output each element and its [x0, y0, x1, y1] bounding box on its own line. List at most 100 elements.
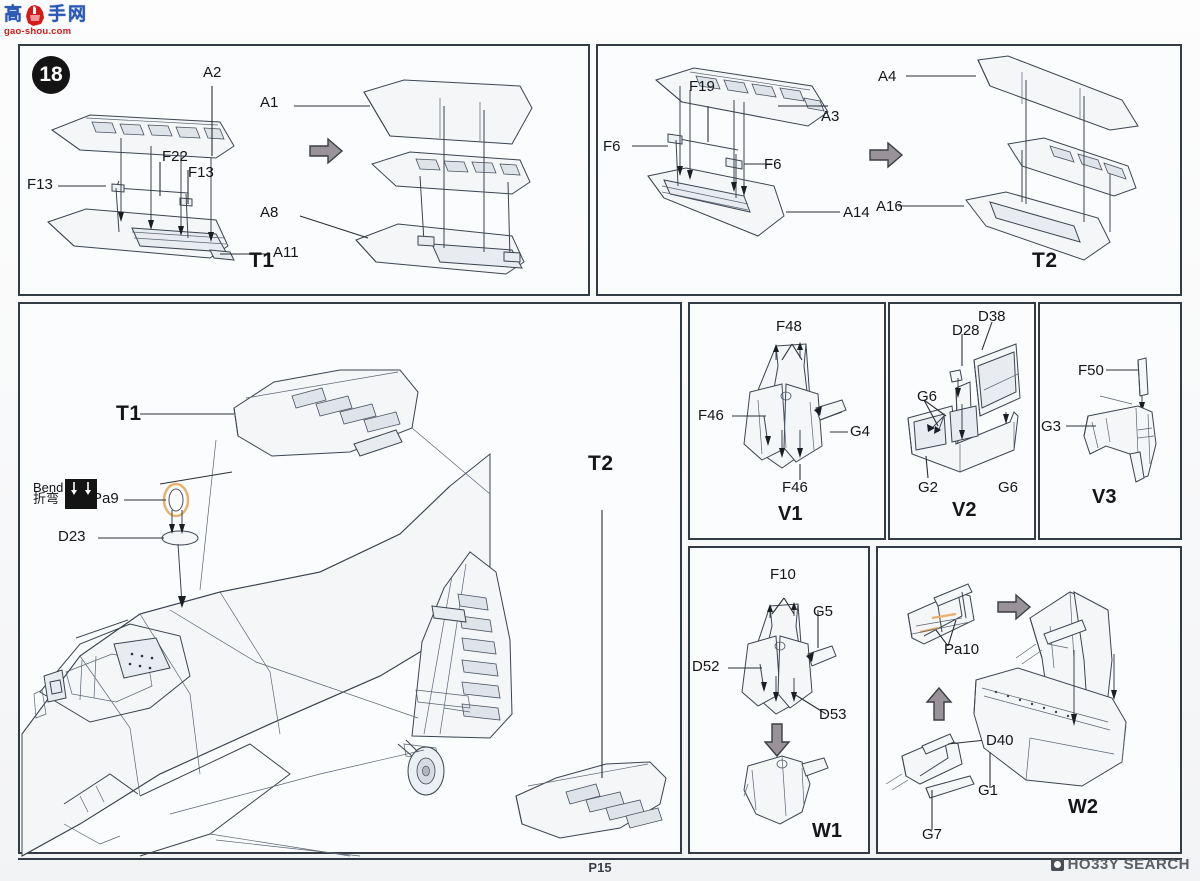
w2-rigging	[1047, 643, 1069, 649]
label-f6-right: F6	[764, 156, 782, 173]
label-pa9: Pa9	[92, 490, 119, 507]
pointing-hand-icon	[24, 3, 46, 27]
label-a16: A16	[876, 198, 903, 215]
label-g1: G1	[978, 782, 999, 799]
panel-v3: F50 G3 V3	[1038, 302, 1182, 540]
label-main-t2: T2	[588, 452, 614, 475]
t2-leader-lines-right	[898, 75, 976, 207]
watermark-char-3: 网	[68, 3, 86, 25]
t2-lower-wing-left	[647, 167, 785, 237]
t1-leader-lines-left	[58, 86, 270, 255]
v2-assembly-diagram	[907, 321, 1021, 479]
w1-result-assembly	[743, 755, 829, 825]
label-f22: F22	[162, 148, 188, 165]
rigging-lines	[169, 427, 491, 815]
block-arrow-icon	[868, 140, 904, 170]
label-d40: D40	[986, 732, 1014, 749]
label-g3: G3	[1041, 418, 1062, 435]
v3-assembly-diagram	[1066, 357, 1157, 483]
label-result-v1: V1	[778, 503, 803, 525]
lower-wing	[63, 743, 361, 857]
w1-assembly-diagram	[728, 597, 837, 825]
label-result-w2: W2	[1068, 796, 1098, 818]
tail-fin	[403, 551, 513, 761]
v1-part-assembly	[743, 342, 847, 469]
label-a14: A14	[843, 204, 870, 221]
pa9-d23-detail	[161, 482, 199, 608]
panel-t1: 18 A2 F22 F13 F13 A11 A1 A8 T1	[18, 44, 590, 296]
main-leader-lines	[98, 413, 603, 778]
cockpit	[33, 619, 191, 723]
watermark-char-1: 高	[4, 3, 22, 25]
landing-gear-wheel	[397, 739, 445, 796]
label-a8: A8	[260, 204, 279, 221]
label-f46-left: F46	[698, 407, 724, 424]
label-result-v3: V3	[1092, 486, 1117, 508]
w2-assembly-diagram	[885, 583, 1127, 830]
bend-instruction-marker: Bend 折弯	[33, 479, 98, 509]
label-pa10: Pa10	[944, 641, 980, 658]
t2-leader-lines-left	[632, 105, 840, 213]
label-d23: D23	[58, 528, 86, 545]
v2-part-assembly	[907, 343, 1021, 473]
step-number-badge: 18	[32, 56, 70, 94]
w2-sub-assembly-top	[907, 583, 975, 647]
main-aircraft-diagram	[21, 369, 667, 857]
panel-v1: F48 F46 G4 F46 V1	[688, 302, 886, 540]
label-f6-left: F6	[603, 138, 621, 155]
label-d28: D28	[952, 322, 980, 339]
v1-assembly-diagram	[732, 342, 848, 480]
block-arrow-icon	[996, 592, 1032, 622]
watermark-char-2: 手	[48, 3, 66, 25]
panel-v2: D28 D38 G6 G2 G6 V2	[888, 302, 1036, 540]
v3-leader-lines	[1066, 369, 1138, 427]
label-g6-left: G6	[917, 388, 938, 405]
label-f50: F50	[1078, 362, 1104, 379]
panel-w2: Pa10 D40 G7 G1 W2	[876, 546, 1182, 854]
label-a1: A1	[260, 94, 279, 111]
block-arrow-up-icon	[924, 686, 954, 722]
v1-leader-lines	[732, 343, 848, 480]
label-main-t1: T1	[116, 402, 142, 425]
label-f13-upper: F13	[188, 164, 214, 181]
t1-assembly-diagram	[47, 79, 533, 275]
w2-sub-assembly-bottom	[885, 733, 987, 830]
w1-leader-lines	[728, 597, 827, 715]
t2-assembled-right	[965, 55, 1139, 261]
t1-lower-wing-left	[47, 208, 235, 261]
bend-label-cn: 折弯	[33, 492, 60, 507]
fuselage	[21, 452, 491, 857]
block-arrow-icon	[308, 136, 344, 166]
bend-part-icon	[65, 479, 98, 509]
v3-part-assembly	[1083, 357, 1157, 483]
label-f19: F19	[689, 78, 715, 95]
label-g2: G2	[918, 479, 939, 496]
t1-upper-wing-left	[50, 114, 235, 159]
panel-main-fuselage: T1 T2 Pa9 D23 Bend 折弯	[18, 302, 682, 857]
horizontal-stabilizer-t2	[515, 761, 667, 839]
label-g5: G5	[813, 603, 834, 620]
panel-t2: F19 A3 F6 F6 A14 A4 A16 T2	[596, 44, 1182, 296]
watermark-logo: 高 手 网 gao-shou.com	[4, 2, 88, 42]
watermark-characters: 高 手 网	[4, 2, 88, 27]
upper-wing-t1	[233, 369, 419, 457]
block-arrow-icon	[762, 722, 792, 758]
label-a4: A4	[878, 68, 897, 85]
t1-drop-arrows-left	[118, 138, 214, 242]
hobby-search-logo: HO33Y SEARCH	[1050, 856, 1190, 873]
label-d53: D53	[819, 706, 847, 723]
label-f46-bottom: F46	[782, 479, 808, 496]
v2-leader-lines	[923, 321, 993, 479]
panel-w1: F10 G5 D52 D53 W1	[688, 546, 870, 854]
hobby-search-mark-icon	[1050, 858, 1064, 871]
label-g4: G4	[850, 423, 871, 440]
label-g6-right: G6	[998, 479, 1019, 496]
t2-struts-left	[667, 133, 743, 198]
t2-assembly-diagram	[632, 55, 1139, 261]
label-result-t1: T1	[249, 249, 275, 272]
bend-label-text: Bend 折弯	[33, 481, 63, 507]
label-result-v2: V2	[952, 499, 977, 521]
t2-upper-wing-left	[654, 67, 829, 127]
w2-result-assembly	[973, 591, 1127, 788]
w1-exploded-assembly	[741, 602, 837, 715]
